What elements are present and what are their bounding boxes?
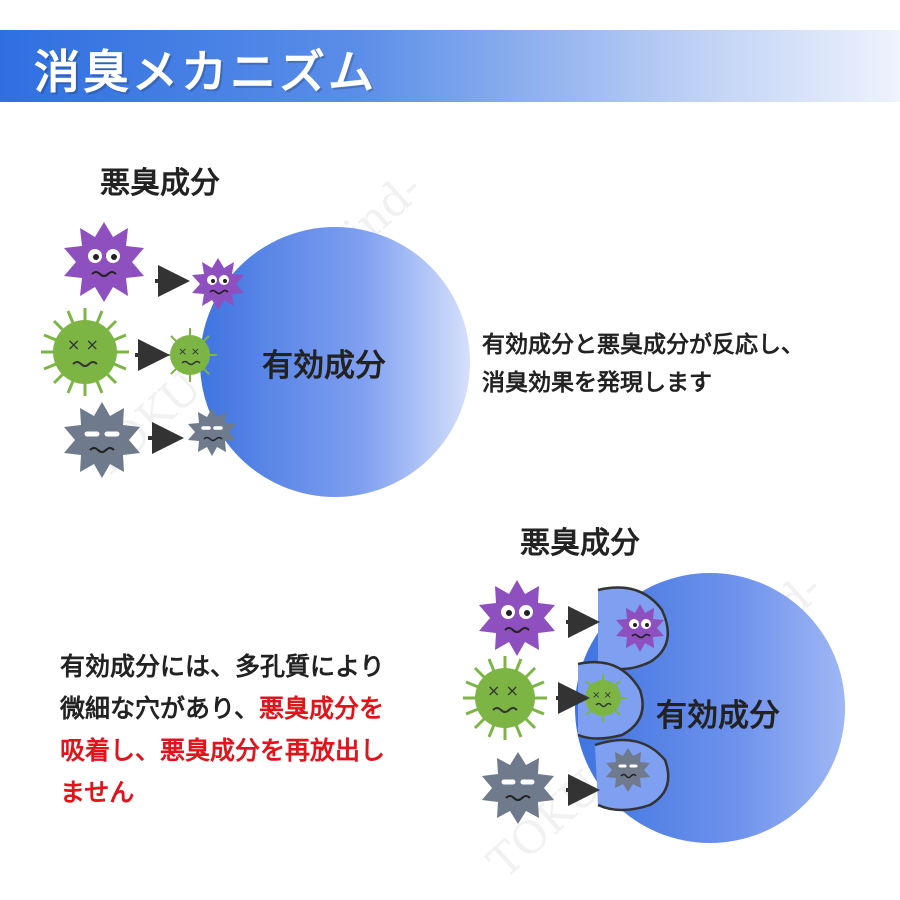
germ-gray-small-1 <box>188 408 236 456</box>
germ-green-large-2: × × <box>463 656 547 740</box>
germ-green-large-1: × × <box>41 308 129 396</box>
svg-text:× ×: × × <box>592 690 612 701</box>
panel1-description-line-2: 消臭効果を発現します <box>482 370 712 396</box>
germ-green-small-1: × × <box>163 328 217 382</box>
panel2-highlight-1: 悪臭成分を <box>259 694 385 723</box>
page-title: 消臭メカニズム <box>34 45 377 99</box>
svg-text:× ×: × × <box>67 335 99 354</box>
svg-text:× ×: × × <box>178 345 200 358</box>
germ-gray-large-2 <box>482 752 554 824</box>
germ-purple-large-1 <box>64 222 144 302</box>
germ-gray-large-1 <box>64 402 140 478</box>
active-ingredient-label-1: 有効成分 <box>262 348 386 384</box>
panel2-text-2: 微細な穴があり、 <box>60 694 260 723</box>
germ-gray-small-2 <box>606 748 650 792</box>
active-ingredient-circle-1 <box>200 227 470 497</box>
active-ingredient-label-2: 有効成分 <box>656 698 780 734</box>
germ-purple-large-2 <box>479 580 555 656</box>
header-banner: 消臭メカニズム <box>0 30 900 102</box>
panel2-description-line-3: 吸着し、悪臭成分を再放出し <box>60 736 386 765</box>
germ-purple-small-2 <box>616 604 664 652</box>
germ-green-small-2: × × <box>579 674 627 722</box>
panel2-text-1: 有効成分には、多孔質により <box>60 652 385 681</box>
panel2-description-line-1: 有効成分には、多孔質により <box>60 646 385 688</box>
panel2-description-line-2: 微細な穴があり、悪臭成分を <box>60 688 384 730</box>
germ-purple-small-1 <box>192 258 244 310</box>
odor-component-label-1: 悪臭成分 <box>100 166 220 201</box>
svg-text:× ×: × × <box>487 681 519 700</box>
panel1-description-line-1: 有効成分と悪臭成分が反応し、 <box>482 332 804 358</box>
odor-component-label-2: 悪臭成分 <box>520 526 640 561</box>
panel2-description-line-4: ません <box>60 778 135 807</box>
